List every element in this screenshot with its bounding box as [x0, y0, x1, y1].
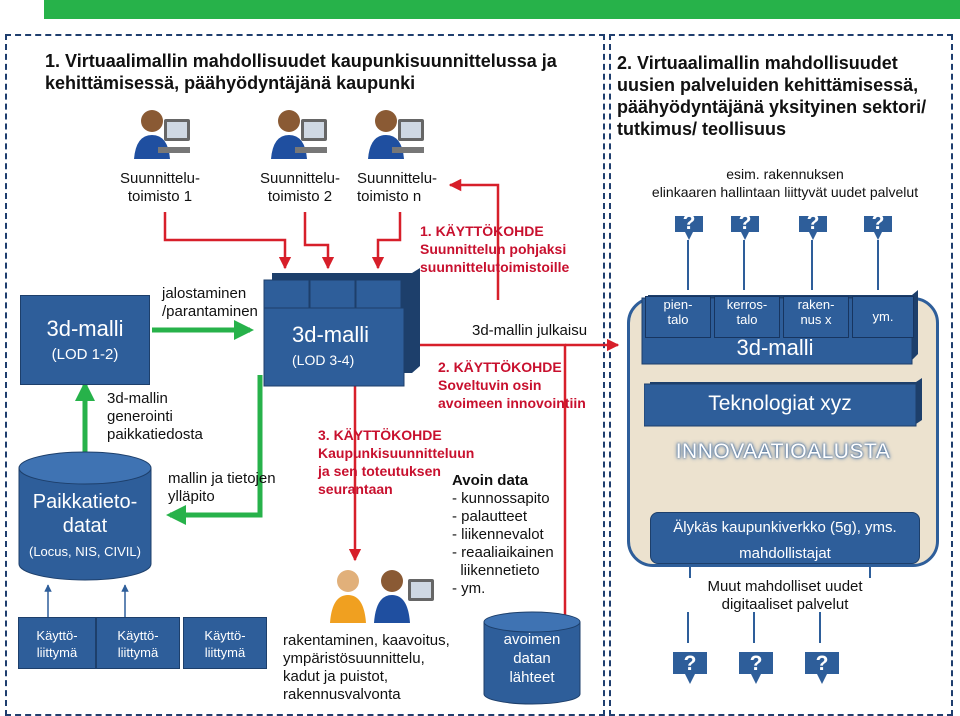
platform-model-label: 3d-malli — [736, 335, 814, 360]
geodata-database — [17, 450, 153, 582]
question-bubble-icon — [673, 214, 705, 242]
question-mark: ? — [815, 652, 829, 675]
office-label: Suunnittelu-toimisto 1 — [119, 170, 201, 205]
platform-tab: pien-talo — [645, 296, 711, 338]
planning-activities: rakentaminen, kaavoitus, ympäristösuunni… — [283, 632, 450, 703]
question-bubble-icon — [671, 650, 709, 686]
open-data-list: Avoin data - kunnossapito - palautteet -… — [452, 472, 554, 597]
office-label: Suunnittelu-toimisto 2 — [259, 170, 341, 205]
question-mark: ? — [749, 652, 763, 675]
question-mark: ? — [682, 211, 696, 234]
open-data-sources-database — [482, 610, 582, 706]
innovation-platform-title: INNOVAATIOALUSTA — [675, 440, 891, 463]
refine-label: jalostaminen/parantaminen — [162, 285, 258, 320]
panel-private — [609, 34, 953, 716]
digital-services-label: Muut mahdolliset uudet digitaaliset palv… — [707, 578, 863, 613]
model-lod34-cube — [262, 268, 422, 388]
planner-person-icon — [128, 105, 192, 161]
open-data-sources-label: avoimen datan lähteet — [503, 631, 561, 686]
top-banner — [44, 0, 960, 19]
geodata-label: Paikkatieto- datat (Locus, NIS, CIVIL) — [29, 491, 141, 559]
use-case-3-label: 3. KÄYTTÖKOHDE Kaupunkisuunnitteluun ja … — [318, 427, 475, 497]
question-bubble-icon — [737, 650, 775, 686]
use-case-1-label: 1. KÄYTTÖKOHDE Suunnittelun pohjaksi suu… — [420, 223, 570, 275]
publish-label: 3d-mallin julkaisu — [472, 322, 588, 339]
model-lod34-label: 3d-malli (LOD 3-4) — [292, 322, 370, 368]
city-planners-icon — [322, 565, 440, 625]
panel-private-title: 2. Virtuaalimallin mahdollisuudet uusien… — [617, 53, 927, 139]
platform-tab: kerros-talo — [714, 296, 780, 338]
question-mark: ? — [871, 211, 885, 234]
model-lod12-box: 3d-malli (LOD 1-2) — [20, 295, 150, 385]
user-interface-box: Käyttö-liittymä — [18, 617, 96, 669]
question-mark: ? — [806, 211, 820, 234]
question-bubble-icon — [729, 214, 761, 242]
platform-tab: raken-nus x — [783, 296, 849, 338]
question-mark: ? — [738, 211, 752, 234]
user-interface-box: Käyttö-liittymä — [96, 617, 180, 669]
use-case-2-label: 2. KÄYTTÖKOHDE Soveltuvin osin avoimeen … — [438, 359, 586, 411]
panel-city-title: 1. Virtuaalimallin mahdollisuudet kaupun… — [45, 51, 557, 93]
maintain-label: mallin ja tietojen ylläpito — [168, 470, 276, 505]
question-bubble-icon — [803, 650, 841, 686]
user-interface-box: Käyttö-liittymä — [183, 617, 267, 669]
smart-city-network-box: Älykäs kaupunkiverkko (5g), yms. mahdoll… — [650, 512, 920, 564]
panel-city — [5, 34, 605, 716]
question-bubble-icon — [797, 214, 829, 242]
planner-person-icon — [265, 105, 329, 161]
question-bubble-icon — [862, 214, 894, 242]
planner-person-icon — [362, 105, 426, 161]
generate-label: 3d-mallin generointi paikkatiedosta — [107, 390, 203, 443]
office-label: Suunnittelu-toimisto n — [357, 170, 438, 205]
platform-tab: ym. — [852, 296, 914, 338]
technology-box: Teknologiat xyz — [644, 378, 922, 428]
lifecycle-services-label: esim. rakennuksen elinkaaren hallintaan … — [651, 166, 919, 200]
question-mark: ? — [683, 652, 697, 675]
